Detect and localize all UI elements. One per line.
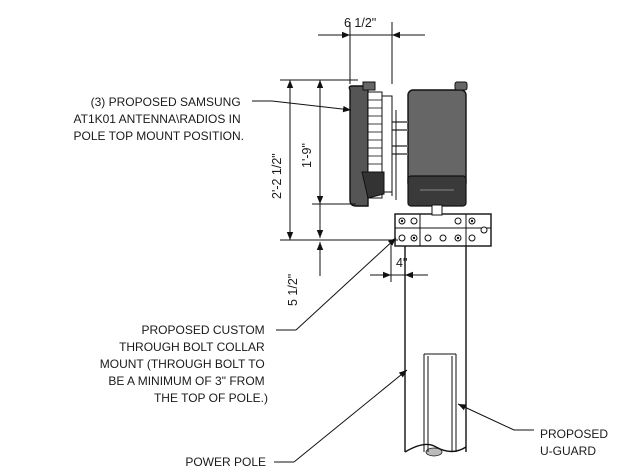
collar-mount [394, 213, 492, 247]
u-guard [423, 353, 457, 452]
callout-antenna: (3) PROPOSED SAMSUNG AT1K01 ANTENNA\RADI… [74, 95, 245, 143]
dim-label-5-1-2: 5 1/2" [286, 274, 300, 306]
radio-body [407, 81, 468, 216]
leader-u-guard [457, 403, 534, 431]
leader-collar-mount [276, 237, 397, 331]
radio-side-profile [348, 81, 408, 207]
dim-label-4: 4" [396, 256, 407, 270]
power-pole [404, 244, 467, 457]
dim-width-6-1-2 [318, 22, 425, 84]
dim-label-6-1-2: 6 1/2" [344, 16, 376, 30]
dim-label-2-2-1-2: 2'-2 1/2" [270, 153, 284, 199]
leader-power-pole [274, 369, 408, 463]
dim-offset-4 [370, 244, 428, 282]
dim-label-1-9: 1'-9" [300, 143, 314, 168]
callout-power-pole: POWER POLE [185, 455, 266, 468]
leader-antenna [252, 100, 352, 113]
callout-u-guard: PROPOSED U-GUARD [540, 427, 611, 458]
dim-height-1-9 [312, 80, 356, 205]
callout-collar-mount: PROPOSED CUSTOM THROUGH BOLT COLLAR MOUN… [100, 323, 268, 405]
